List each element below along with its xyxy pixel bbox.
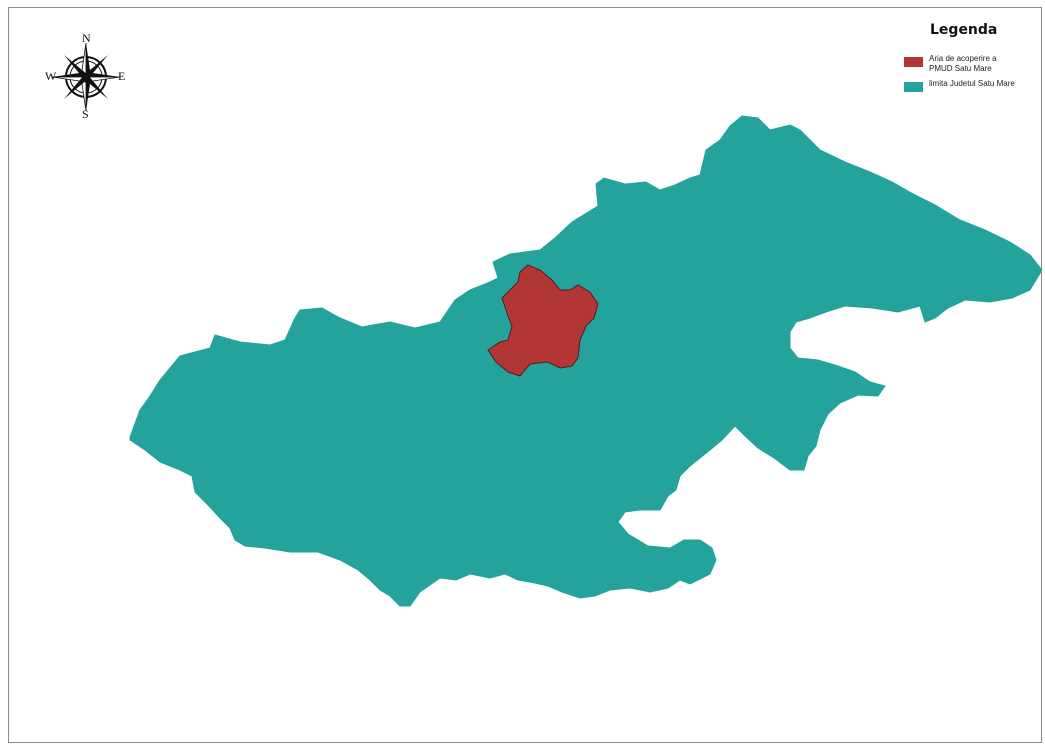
city-polygon xyxy=(487,264,599,377)
legend-swatch-pmud xyxy=(904,57,923,67)
legend: Legenda Aria de acoperire a PMUD Satu Ma… xyxy=(896,20,1036,110)
county-polygon xyxy=(129,115,1043,607)
north-label: N xyxy=(82,31,91,45)
legend-swatch-county xyxy=(904,82,923,92)
legend-item-pmud: Aria de acoperire a PMUD Satu Mare xyxy=(904,54,1019,74)
legend-label-county: limita Judetul Satu Mare xyxy=(929,79,1015,88)
east-label: E xyxy=(118,69,126,83)
compass-rose-icon xyxy=(51,42,121,112)
west-label: W xyxy=(45,69,57,83)
legend-title: Legenda xyxy=(930,22,998,38)
legend-item-county: limita Judetul Satu Mare xyxy=(904,79,1019,92)
legend-label-pmud: Aria de acoperire a PMUD Satu Mare xyxy=(929,54,997,73)
south-label: S xyxy=(82,107,89,121)
north-arrow: N S W E xyxy=(40,31,132,121)
